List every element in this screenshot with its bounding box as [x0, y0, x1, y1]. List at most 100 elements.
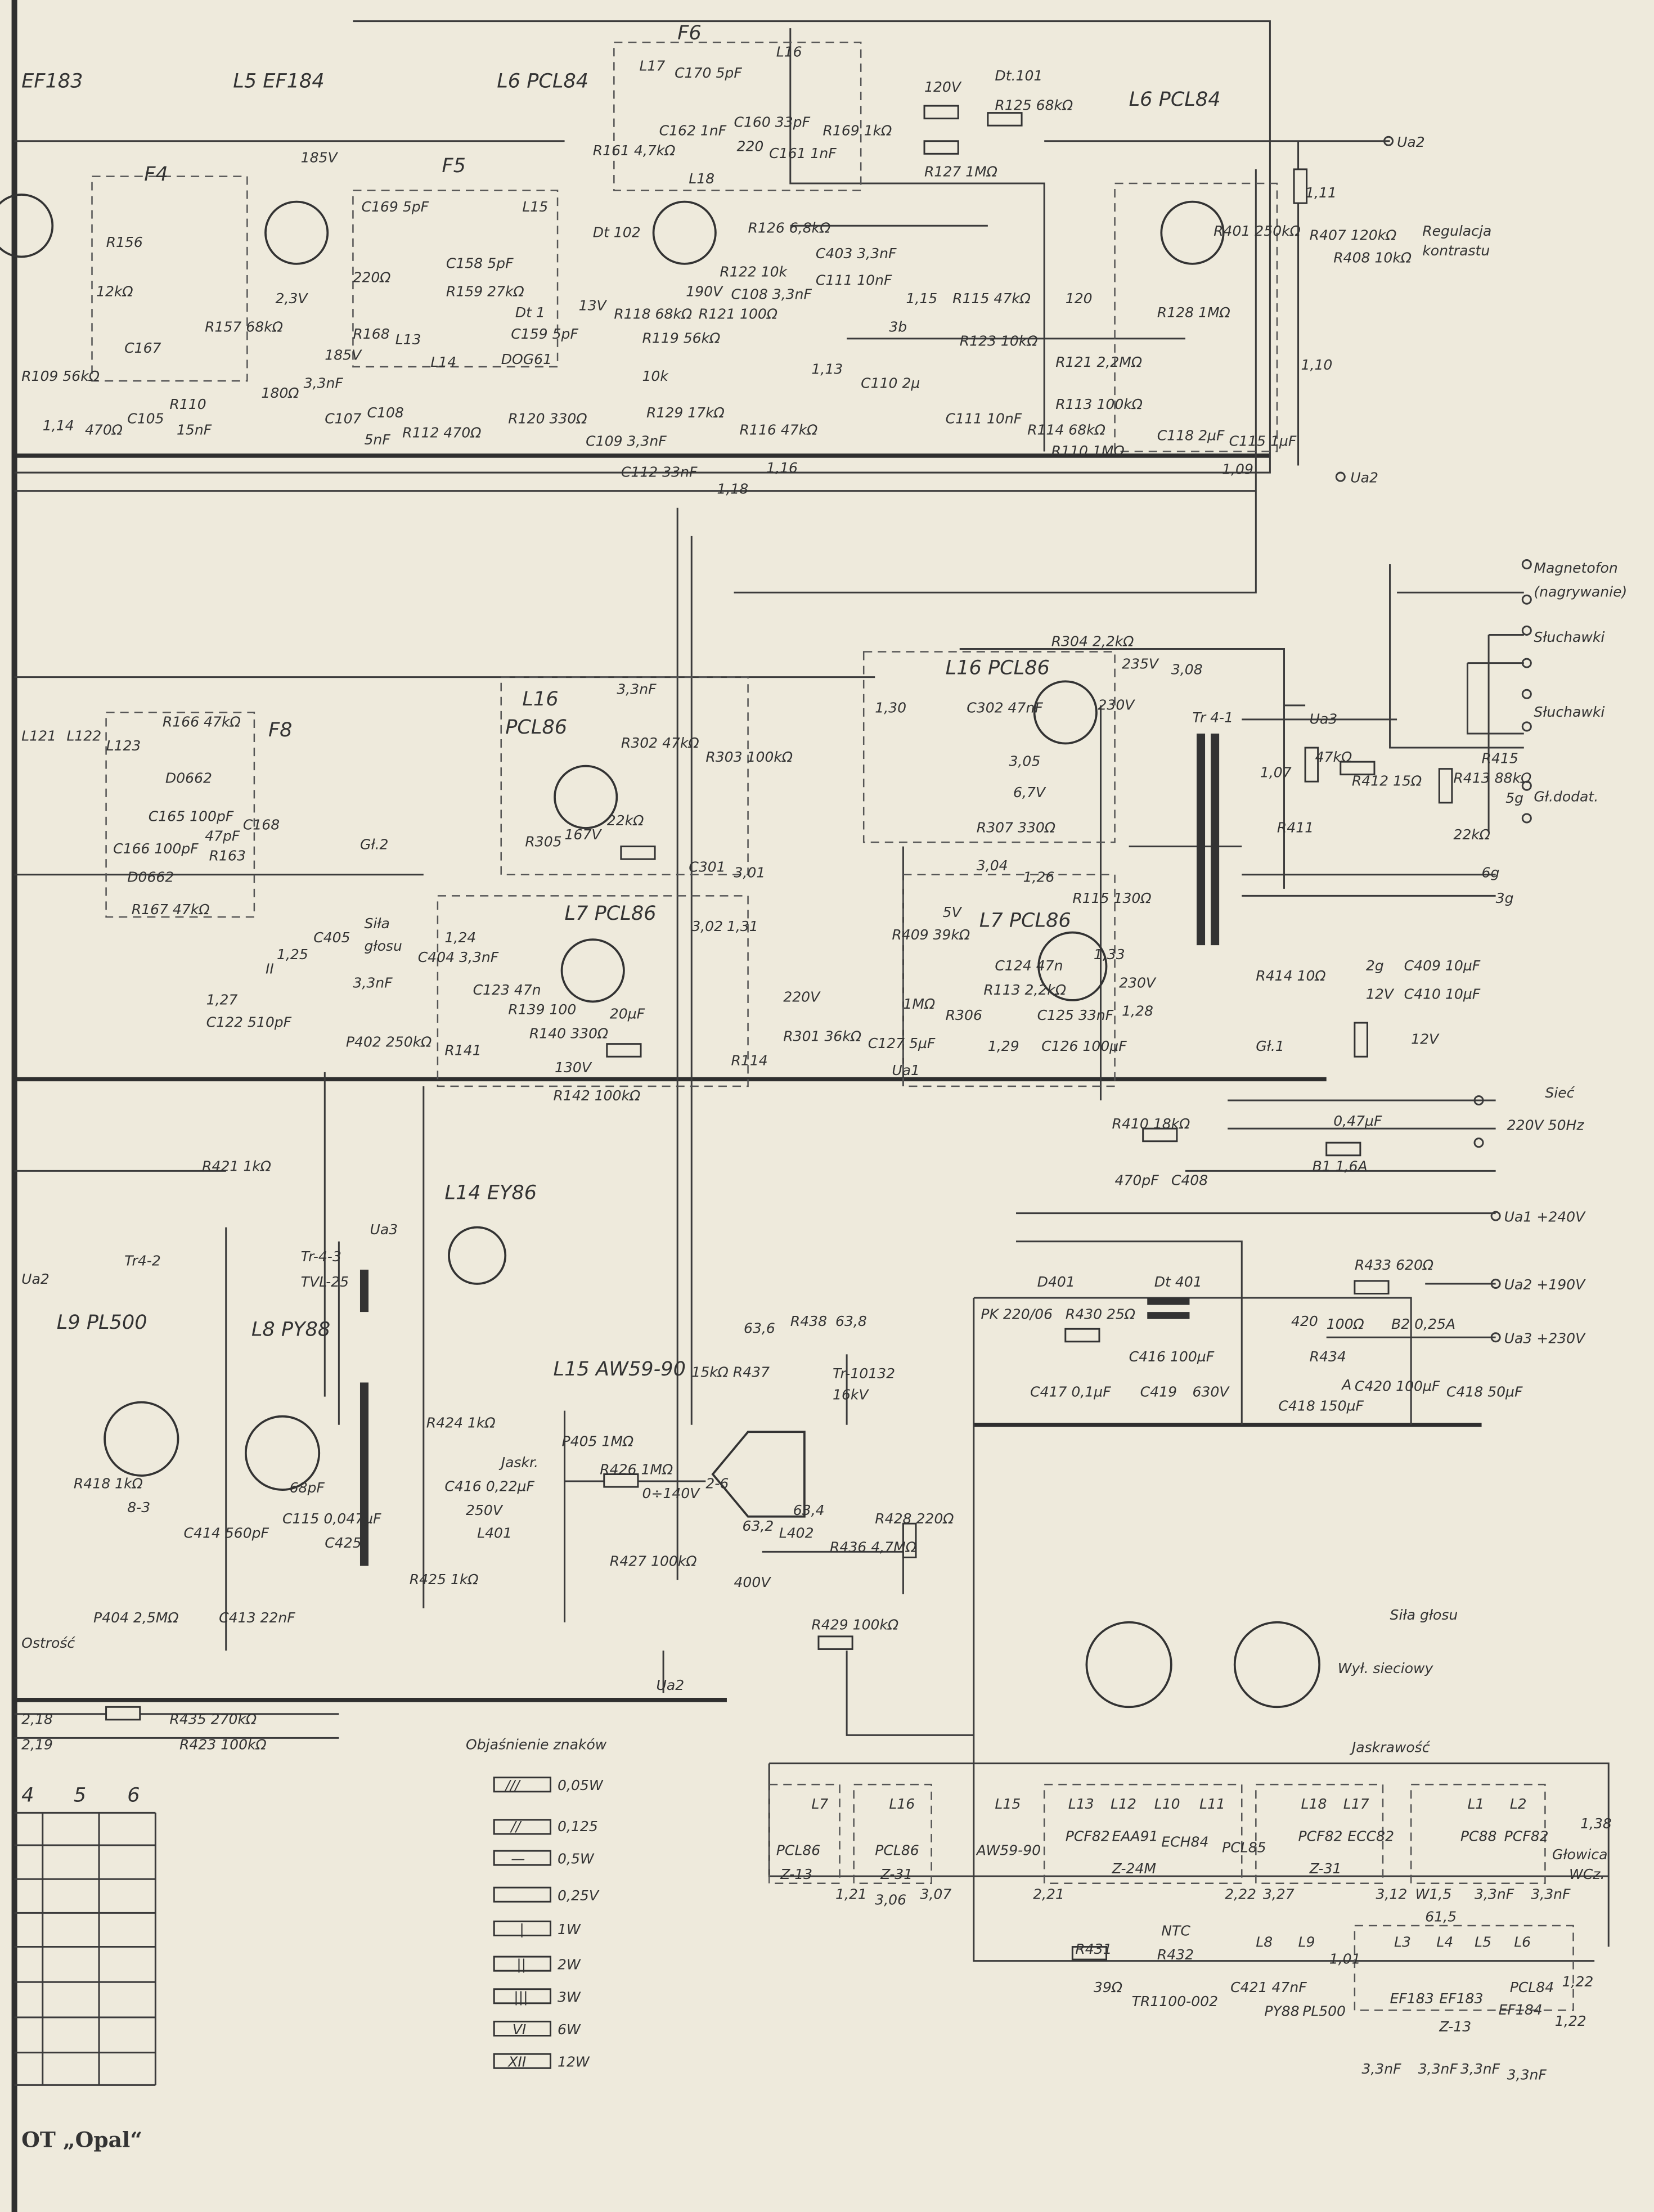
- hc-l11-node: 2,22: [1225, 1886, 1256, 1902]
- component-label: R423 100kΩ: [179, 1736, 267, 1752]
- hc-l7: L7: [811, 1796, 828, 1812]
- component-label: L18: [689, 170, 714, 187]
- component-label: R141: [444, 1042, 481, 1059]
- resistor-symbols: [105, 105, 1453, 1961]
- tube-l16-pentode: [1033, 680, 1098, 745]
- label-ua2-top: Ua2: [1397, 134, 1425, 150]
- component-label: 3,01: [734, 865, 765, 881]
- legend-item: 0,25V: [558, 1887, 600, 1904]
- component-label: C124 47n: [995, 957, 1063, 974]
- component-label: C410 10µF: [1404, 986, 1481, 1002]
- component-label: R121 100Ω: [699, 306, 777, 322]
- label-8-3: 8-3: [127, 1499, 150, 1516]
- hc-l5-z: Z-13: [1439, 2018, 1471, 2035]
- hc-l8: L8: [1256, 1934, 1273, 1950]
- legend-symbols: [493, 1777, 552, 2069]
- wiring: [14, 20, 1610, 1962]
- component-label: R401 250kΩ: [1213, 223, 1301, 239]
- hc-l15-node: 2,21: [1033, 1886, 1064, 1902]
- label-ua2-190: Ua2 +190V: [1504, 1276, 1586, 1293]
- hc-l7-type: PCL86: [776, 1842, 820, 1859]
- label-ua3: Ua3: [1310, 711, 1338, 727]
- hc-l2-cap: 3,3nF: [1531, 1886, 1571, 1902]
- component-label: 1,31: [727, 918, 758, 934]
- component-label: 630V: [1192, 1384, 1230, 1400]
- component-label: C301: [689, 859, 725, 875]
- hc-node-122b: 1,22: [1555, 2013, 1586, 2029]
- label-l14: L14 EY86: [444, 1181, 537, 1204]
- switch-table: [14, 1811, 156, 2086]
- component-label: 63,2: [743, 1518, 774, 1534]
- component-label: R410 18kΩ: [1112, 1116, 1190, 1132]
- component-label: 3,02: [691, 918, 723, 934]
- component-label: A: [1341, 1377, 1351, 1393]
- legend-mark: |||: [514, 1989, 528, 2005]
- component-label: R428 220Ω: [875, 1510, 954, 1527]
- component-label: C166 100pF: [113, 840, 199, 857]
- label-tr42: Tr4-2: [124, 1252, 161, 1269]
- component-label: C159 5pF: [511, 326, 578, 342]
- label-tr43-1: Tr-4-3: [301, 1248, 341, 1265]
- hc-l16-z: Z-31: [880, 1866, 913, 1882]
- component-label: R411: [1277, 820, 1314, 836]
- hc-l18-type: PCF82: [1298, 1828, 1343, 1844]
- component-label: R433 620Ω: [1355, 1257, 1433, 1273]
- component-label: R118 68kΩ: [614, 306, 692, 322]
- component-label: 120V: [924, 79, 962, 95]
- component-label: C115 0,047µF: [282, 1510, 381, 1527]
- label-glosu: głosu: [364, 938, 402, 954]
- crt-l15: [711, 1431, 806, 1518]
- label-siec: Sieć: [1545, 1085, 1575, 1101]
- component-label: 235V: [1122, 656, 1159, 672]
- label-ua1: Ua1: [892, 1062, 920, 1078]
- hc-node-122a: 1,22: [1562, 1973, 1593, 1990]
- hc-l16-node1: 3,06: [875, 1891, 906, 1908]
- component-label: R112 470Ω: [402, 424, 481, 440]
- component-label: 2-6: [705, 1476, 729, 1492]
- connector-labels: Ua2 Regulacja kontrastu Ua2 Magnetofon (…: [21, 134, 1627, 1756]
- component-label: 1,25: [277, 946, 308, 963]
- component-label: 12V: [1411, 1031, 1440, 1047]
- component-label: 3,3nF: [353, 974, 393, 991]
- label-regulacja: Regulacja: [1422, 223, 1491, 239]
- component-label: R123 10kΩ: [960, 332, 1038, 349]
- legend-mark: //: [510, 1818, 522, 1835]
- component-label: R126 6,8kΩ: [748, 220, 831, 236]
- component-label: 470pF: [1115, 1172, 1159, 1188]
- component-label: R122 10k: [720, 264, 788, 280]
- hc-node-138: 1,38: [1580, 1815, 1612, 1832]
- component-label: R120 330Ω: [508, 410, 587, 426]
- component-label: P402 250kΩ: [346, 1034, 432, 1050]
- component-label: 3,05: [1009, 753, 1040, 770]
- component-label: L17: [639, 57, 665, 74]
- component-label: C408: [1171, 1172, 1208, 1188]
- component-label: R109 56kΩ: [21, 368, 100, 384]
- component-label: R301 36kΩ: [783, 1028, 861, 1045]
- label-jaskrawosc: Jaskrawość: [1349, 1739, 1431, 1756]
- component-label: L13: [395, 331, 421, 348]
- component-label: 12kΩ: [96, 284, 133, 300]
- label-dt101: Dt.101: [995, 68, 1042, 84]
- hc-l11-type: PCL85: [1222, 1840, 1266, 1856]
- component-label: C111 10nF: [816, 272, 892, 289]
- tube-l8-py88: [244, 1415, 321, 1491]
- tube-l14-ey86: [448, 1226, 507, 1285]
- tube-l9-pl500: [104, 1401, 179, 1477]
- hc-l3-type: EF183: [1390, 1990, 1434, 2007]
- label-sila: Siła: [364, 915, 389, 932]
- component-label: C108 3,3nF: [731, 286, 812, 303]
- label-sluchawki-2: Słuchawki: [1534, 704, 1604, 720]
- hc-c421: C421 47nF: [1230, 1979, 1307, 1995]
- component-label: C416 0,22µF: [444, 1478, 534, 1495]
- component-label: R305: [525, 834, 561, 850]
- legend-mark: |: [519, 1921, 524, 1937]
- table-header: 5: [74, 1783, 86, 1806]
- component-label: 1,28: [1122, 1003, 1153, 1019]
- component-label: R302 47kΩ: [621, 735, 699, 751]
- component-label: 3,3nF: [304, 375, 344, 392]
- tube-l6-triode: [652, 200, 717, 265]
- component-label: R412 15Ω: [1352, 773, 1422, 789]
- component-label: C126 100µF: [1041, 1038, 1127, 1054]
- hc-cap-4: 3,3nF: [1507, 2066, 1547, 2083]
- crt-socket: [1085, 1621, 1172, 1709]
